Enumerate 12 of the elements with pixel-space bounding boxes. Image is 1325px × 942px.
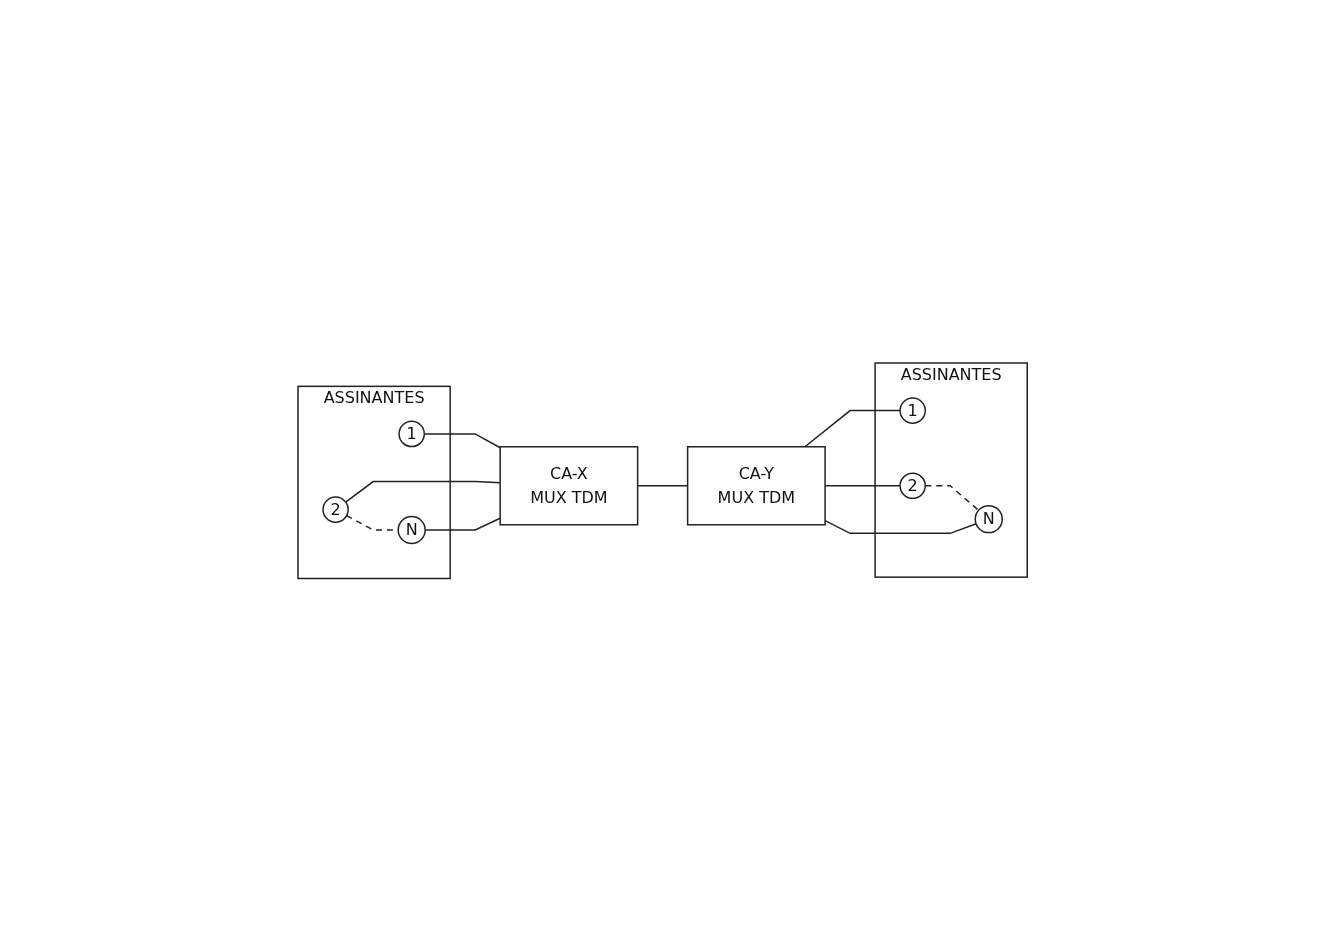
node-circle: 2 <box>899 472 926 500</box>
node-circle: N <box>397 516 426 545</box>
node-box: CA-Y MUX TDM <box>686 446 826 526</box>
node-circle: 1 <box>398 420 425 448</box>
connector <box>824 485 901 487</box>
connector <box>804 410 901 448</box>
connector <box>344 481 501 504</box>
node-box: CA-X MUX TDM <box>499 446 639 526</box>
node-circle: N <box>974 505 1003 534</box>
node-circle: 1 <box>899 397 926 425</box>
connector <box>824 520 977 535</box>
node-circle: 2 <box>322 496 349 524</box>
